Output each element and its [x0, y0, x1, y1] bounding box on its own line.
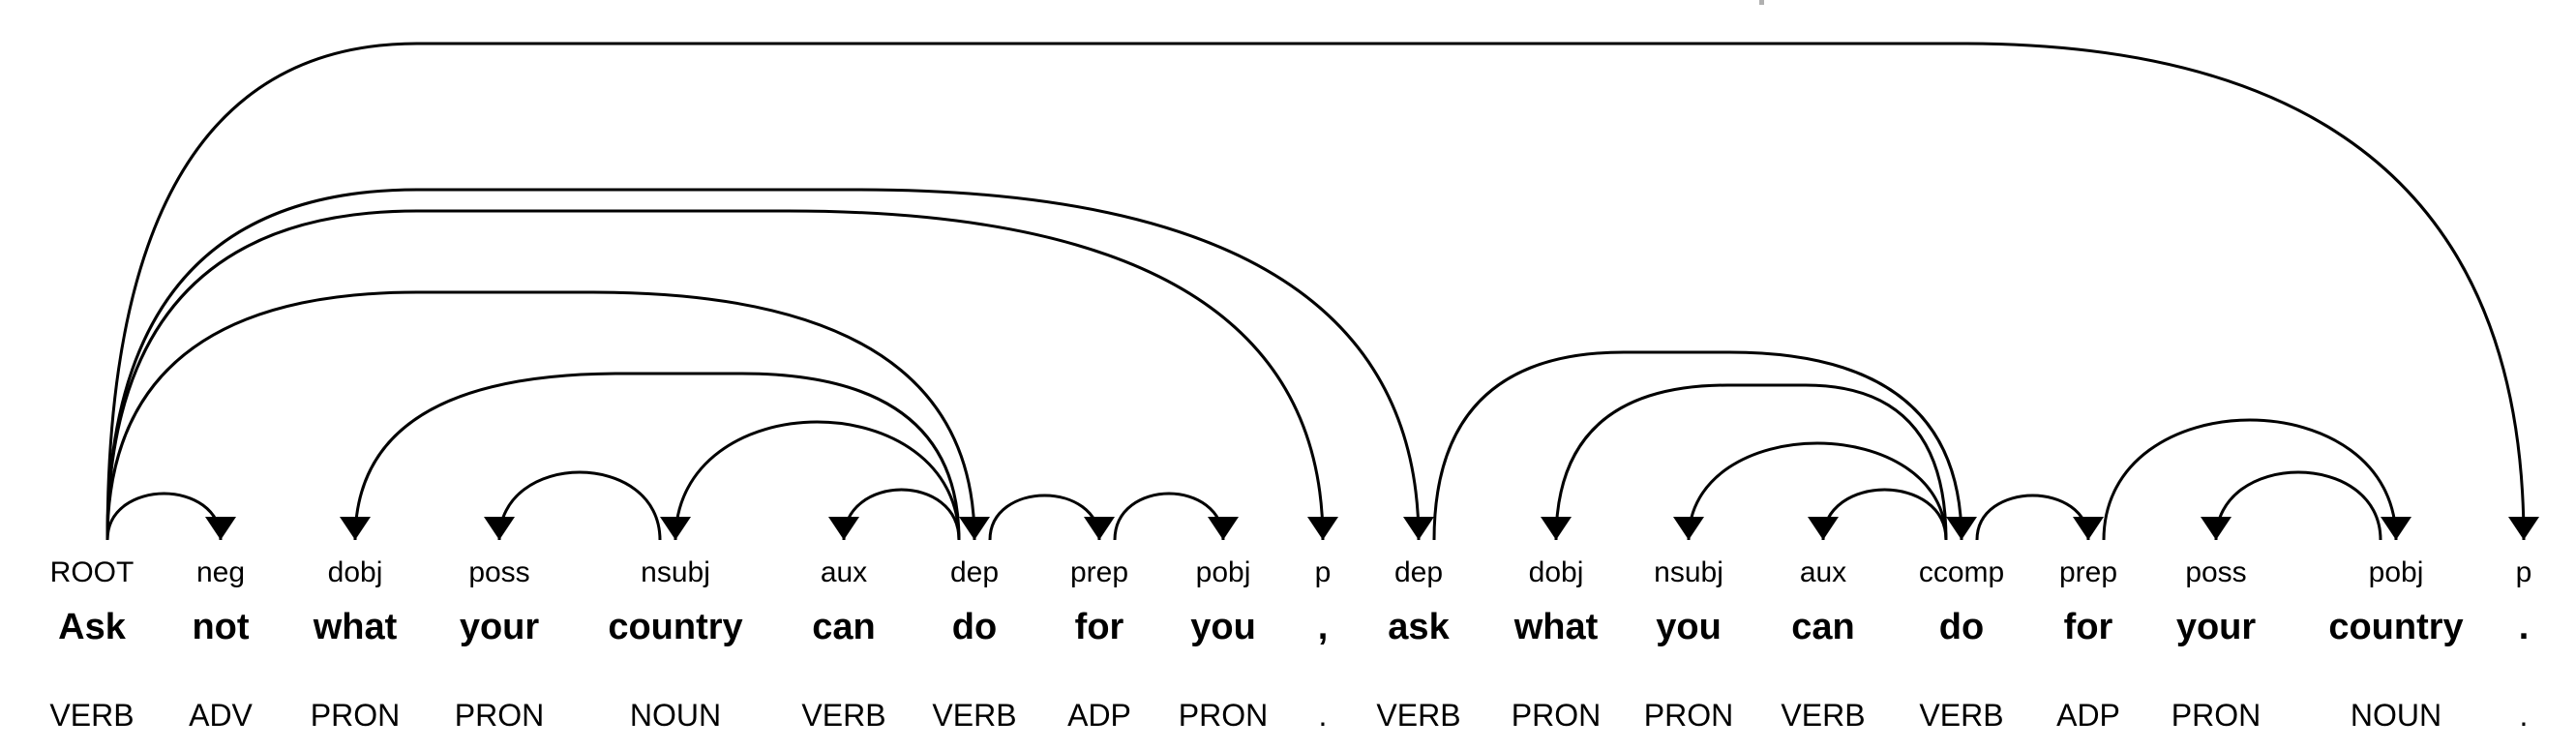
- dependency-arc-aux-7: [842, 488, 961, 541]
- relation-label-3: poss: [468, 556, 529, 588]
- arrowhead-icon-poss-17: [2201, 517, 2232, 540]
- dependency-arc-nsubj-6: [674, 420, 961, 541]
- dependency-arc-dobj-12: [1554, 383, 1948, 541]
- relation-label-4: nsubj: [641, 556, 710, 588]
- pos-tag-5: VERB: [801, 698, 885, 733]
- pos-tag-8: PRON: [1179, 698, 1268, 733]
- token-word-16: your: [2176, 607, 2257, 647]
- arrowhead-icon-p-4: [2508, 517, 2539, 540]
- pos-tag-1: ADV: [189, 698, 253, 733]
- token-word-6: do: [952, 607, 997, 647]
- relation-label-14: ccomp: [1919, 556, 2004, 588]
- token-word-18: .: [2519, 607, 2530, 647]
- arrowhead-icon-nsubj-13: [1673, 517, 1704, 540]
- dependency-arc-dep-3: [105, 188, 1421, 541]
- token-word-14: do: [1939, 607, 1984, 647]
- pos-tag-11: PRON: [1512, 698, 1601, 733]
- dependency-arc-ccomp-11: [1432, 350, 1963, 541]
- arrowhead-icon-nsubj-6: [660, 517, 691, 540]
- pos-tag-6: VERB: [932, 698, 1016, 733]
- token-word-4: country: [608, 607, 742, 647]
- dependency-arc-dep-1: [105, 290, 976, 541]
- arrowhead-icon-pobj-16: [2381, 517, 2411, 540]
- dependency-arc-poss-9: [497, 470, 662, 541]
- relation-label-12: nsubj: [1654, 556, 1723, 588]
- arrowhead-icon-neg-0: [205, 517, 236, 540]
- pos-tag-2: PRON: [311, 698, 400, 733]
- dependency-arc-nsubj-13: [1687, 441, 1948, 541]
- relation-label-17: pobj: [2369, 556, 2424, 588]
- token-word-15: for: [2064, 607, 2113, 647]
- arrowhead-icon-poss-9: [484, 517, 515, 540]
- arrowhead-icon-dobj-5: [340, 517, 371, 540]
- arrowhead-icon-ccomp-11: [1946, 517, 1977, 540]
- relation-label-11: dobj: [1529, 556, 1584, 588]
- pos-tag-16: PRON: [2172, 698, 2261, 733]
- relation-label-15: prep: [2059, 556, 2117, 588]
- arrowhead-icon-dep-3: [1403, 517, 1434, 540]
- pos-tag-10: VERB: [1376, 698, 1460, 733]
- dependency-arc-pobj-16: [2102, 418, 2398, 541]
- pos-tag-17: NOUN: [2351, 698, 2441, 733]
- dependency-arc-p-4: [105, 42, 2526, 541]
- token-word-5: can: [812, 607, 875, 647]
- token-word-12: you: [1656, 607, 1722, 647]
- pos-tag-0: VERB: [49, 698, 134, 733]
- pos-tag-4: NOUN: [630, 698, 721, 733]
- token-word-9: ,: [1318, 607, 1329, 647]
- dependency-arc-p-2: [105, 209, 1325, 541]
- token-word-7: for: [1075, 607, 1124, 647]
- pos-tag-15: ADP: [2056, 698, 2120, 733]
- dependency-arc-dobj-5: [353, 372, 961, 541]
- relation-label-18: p: [2516, 556, 2532, 588]
- pos-tag-12: PRON: [1644, 698, 1733, 733]
- pos-tag-14: VERB: [1919, 698, 2003, 733]
- arrowhead-icon-aux-14: [1808, 517, 1839, 540]
- dependency-arc-pobj-10: [1113, 492, 1225, 541]
- token-word-8: you: [1190, 607, 1256, 647]
- token-word-1: not: [192, 607, 249, 647]
- token-word-3: your: [460, 607, 540, 647]
- relation-label-8: pobj: [1196, 556, 1251, 588]
- pos-tag-13: VERB: [1781, 698, 1865, 733]
- arrowhead-icon-prep-8: [1084, 517, 1115, 540]
- top-edge-tick: [1759, 0, 1764, 5]
- pos-tag-3: PRON: [455, 698, 544, 733]
- token-word-11: what: [1513, 607, 1599, 647]
- dependency-arc-prep-8: [988, 494, 1101, 541]
- relation-label-2: dobj: [328, 556, 383, 588]
- token-word-17: country: [2328, 607, 2463, 647]
- relation-label-7: prep: [1070, 556, 1128, 588]
- arrowhead-icon-pobj-10: [1208, 517, 1239, 540]
- relation-label-9: p: [1315, 556, 1332, 588]
- arrowhead-icon-dobj-12: [1541, 517, 1572, 540]
- arrowhead-icon-prep-15: [2073, 517, 2104, 540]
- relation-label-16: poss: [2185, 556, 2246, 588]
- dependency-arc-aux-14: [1821, 488, 1948, 541]
- dependency-arc-prep-15: [1975, 494, 2090, 541]
- arrowhead-icon-aux-7: [828, 517, 859, 540]
- relation-label-13: aux: [1800, 556, 1846, 588]
- pos-tag-18: .: [2520, 698, 2529, 733]
- pos-tag-9: .: [1319, 698, 1328, 733]
- token-word-2: what: [313, 607, 398, 647]
- relation-label-0: ROOT: [50, 556, 135, 588]
- token-word-13: can: [1791, 607, 1854, 647]
- relation-label-10: dep: [1394, 556, 1443, 588]
- token-word-0: Ask: [58, 607, 127, 647]
- dependency-arc-poss-17: [2214, 470, 2382, 541]
- relation-label-1: neg: [196, 556, 245, 588]
- arrowhead-icon-p-2: [1307, 517, 1338, 540]
- relation-label-6: dep: [950, 556, 999, 588]
- dependency-arc-neg-0: [105, 492, 223, 541]
- pos-tag-7: ADP: [1067, 698, 1131, 733]
- token-word-10: ask: [1388, 607, 1450, 647]
- arrowhead-icon-dep-1: [959, 517, 990, 540]
- relation-label-5: aux: [821, 556, 867, 588]
